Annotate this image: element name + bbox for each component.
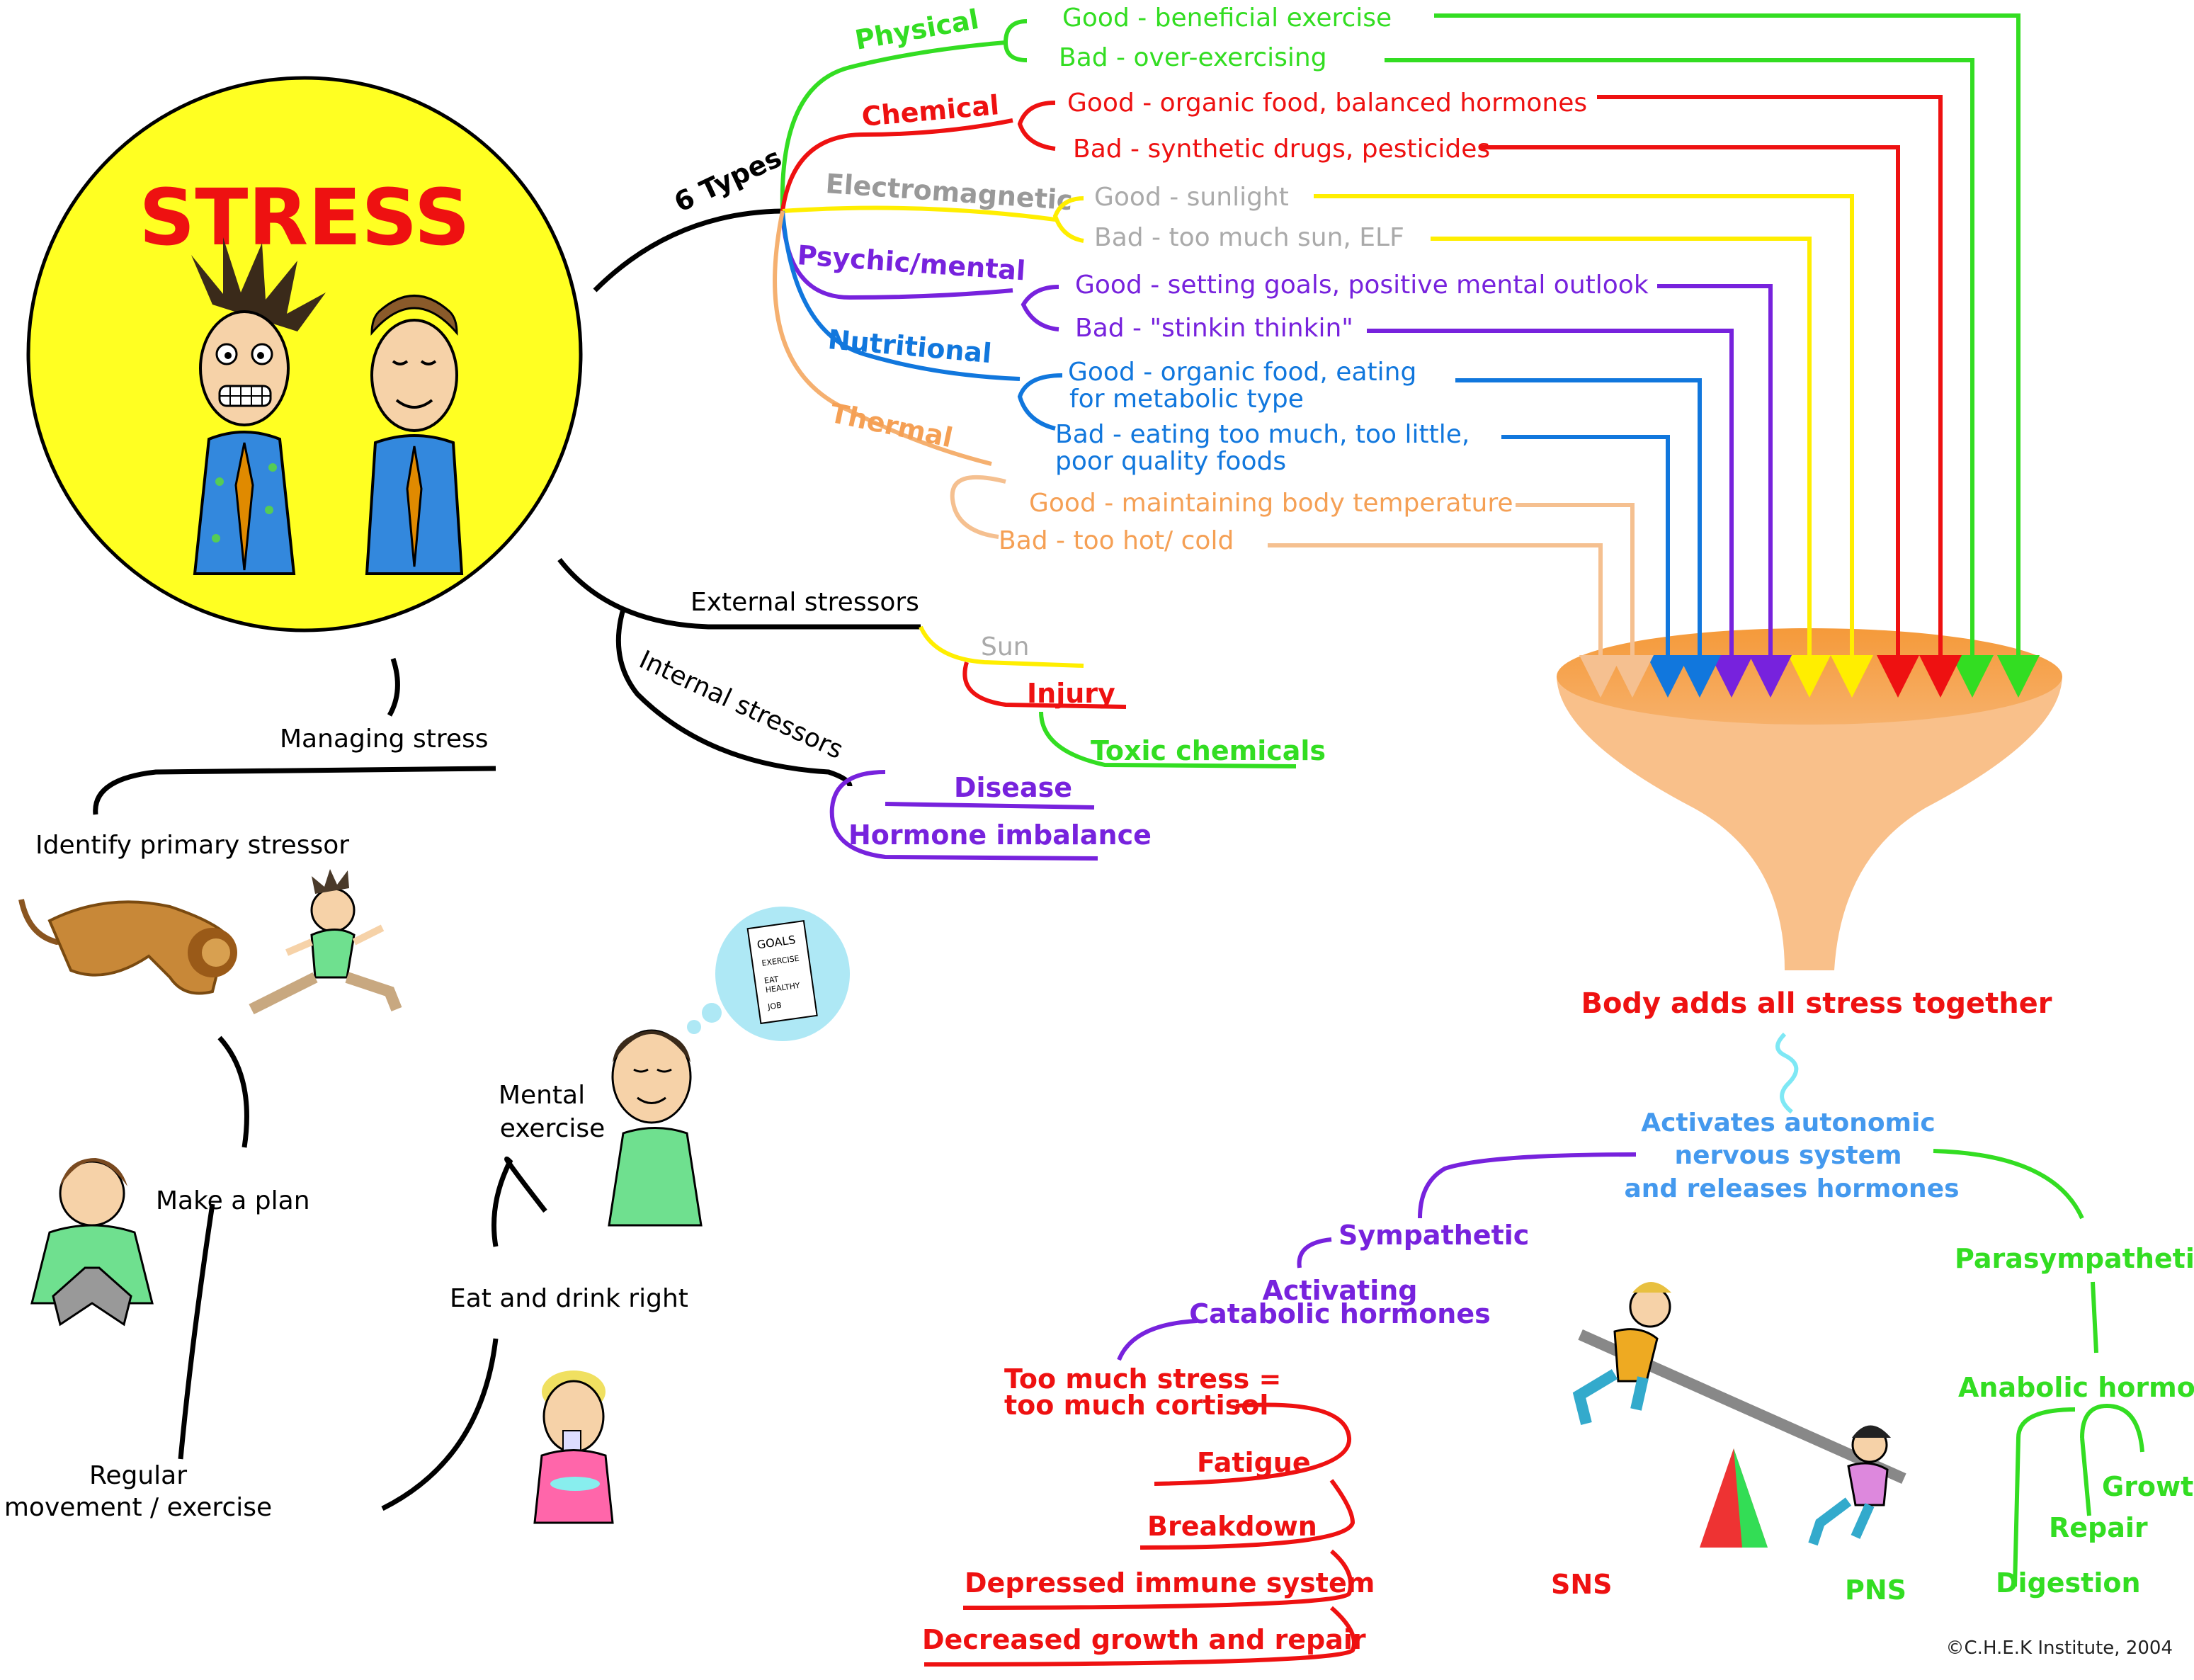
good-bad-braces [950,19,1084,539]
anabolic-repair: Repair [2049,1512,2148,1543]
thinking-man-icon [608,1029,703,1227]
too-much-stress-2: too much cortisol [1004,1390,1268,1421]
arrows-to-funnel [1268,13,2040,698]
nutritional-bad-2: poor quality foods [1055,447,1286,476]
chemical-good: Good - organic food, balanced hormones [1067,89,1587,118]
physical-bad: Bad - over-exercising [1059,43,1327,72]
identify-stressor: Identify primary stressor [35,831,349,860]
thermal-good: Good - maintaining body temperature [1029,489,1513,518]
chemical-bad: Bad - synthetic drugs, pesticides [1073,135,1490,164]
activates-3: and releases hormones [1624,1174,1959,1203]
electromagnetic-good: Good - sunlight [1094,183,1289,212]
external-toxic-chemicals: Toxic chemicals [1091,735,1326,766]
mental: Mental [499,1081,585,1110]
six-types-label: 6 Types [669,142,786,218]
effect-growth-repair: Decreased growth and repair [922,1624,1366,1655]
managing-stress-label: Managing stress [280,725,489,754]
regular: Regular [89,1461,187,1490]
lion-icon [18,899,237,995]
goals-item-4: JOB [766,1001,782,1012]
parasympathetic-label: Parasympathetic [1955,1243,2194,1274]
anabolic-digestion: Digestion [1996,1567,2141,1599]
thought-bubble: GOALS EXERCISE EAT HEALTHY JOB [687,907,850,1041]
sns-label: SNS [1551,1569,1613,1600]
stress-funnel [1557,628,2062,970]
internal-stressors-label: Internal stressors [635,645,847,765]
stress-title: STRESS [139,172,470,263]
exercise: exercise [500,1114,606,1143]
nutritional-good-2: for metabolic type [1069,385,1304,414]
type-thermal: Thermal [827,397,955,454]
link-squiggle [1775,1032,1799,1114]
external-sun: Sun [981,632,1029,662]
internal-hormone-imbalance: Hormone imbalance [848,819,1152,851]
effect-fatigue: Fatigue [1197,1447,1311,1478]
nutritional-good-1: Good - organic food, eating [1068,358,1416,387]
type-psychic: Psychic/mental [796,239,1026,286]
body-adds-label: Body adds all stress together [1581,987,2052,1020]
psychic-good: Good - setting goals, positive mental ou… [1075,271,1649,300]
electromagnetic-bad: Bad - too much sun, ELF [1094,223,1404,252]
internal-disease: Disease [954,772,1072,803]
thermal-bad: Bad - too hot/ cold [999,526,1234,555]
effect-breakdown: Breakdown [1147,1511,1317,1542]
goals-item-2: EAT [763,975,779,986]
external-injury: Injury [1027,678,1115,709]
external-stressors-label: External stressors [690,588,919,617]
stressor-branches [557,557,1297,861]
nutritional-bad-1: Bad - eating too much, too little, [1055,420,1470,449]
anabolic-label: Anabolic hormones [1958,1372,2194,1403]
sympathetic-label: Sympathetic [1338,1220,1529,1251]
activates-2: nervous system [1674,1141,1902,1170]
eat-drink-right: Eat and drink right [450,1284,688,1313]
managing-branches [93,657,547,1511]
ans-branches [1117,1149,2144,1587]
too-much-stress-1: Too much stress = [1004,1363,1281,1395]
copyright: ©C.H.E.K Institute, 2004 [1946,1638,2173,1659]
cortisol-effects-lines [923,1402,1356,1667]
pns-label: PNS [1845,1574,1906,1606]
stressed-person-icon [191,237,326,575]
seesaw-icon [1572,1282,1906,1548]
effect-immune: Depressed immune system [965,1567,1375,1599]
movement-exercise: movement / exercise [4,1493,272,1522]
psychic-bad: Bad - "stinkin thinkin" [1075,314,1353,343]
reading-man-icon [30,1158,154,1327]
anabolic-growth: Growth [2102,1471,2194,1502]
physical-good: Good - beneficial exercise [1062,4,1392,33]
type-nutritional: Nutritional [826,324,993,369]
drinking-woman-icon [533,1370,614,1524]
running-man-icon [249,869,402,1015]
activating-label: Activating [1263,1275,1418,1306]
calm-person-icon [365,295,464,575]
stress-circle: STRESS [26,76,583,632]
type-stems [773,40,1056,466]
make-plan: Make a plan [156,1186,310,1215]
catabolic-label: Catabolic hormones [1189,1298,1491,1329]
activates-1: Activates autonomic [1641,1108,1936,1137]
